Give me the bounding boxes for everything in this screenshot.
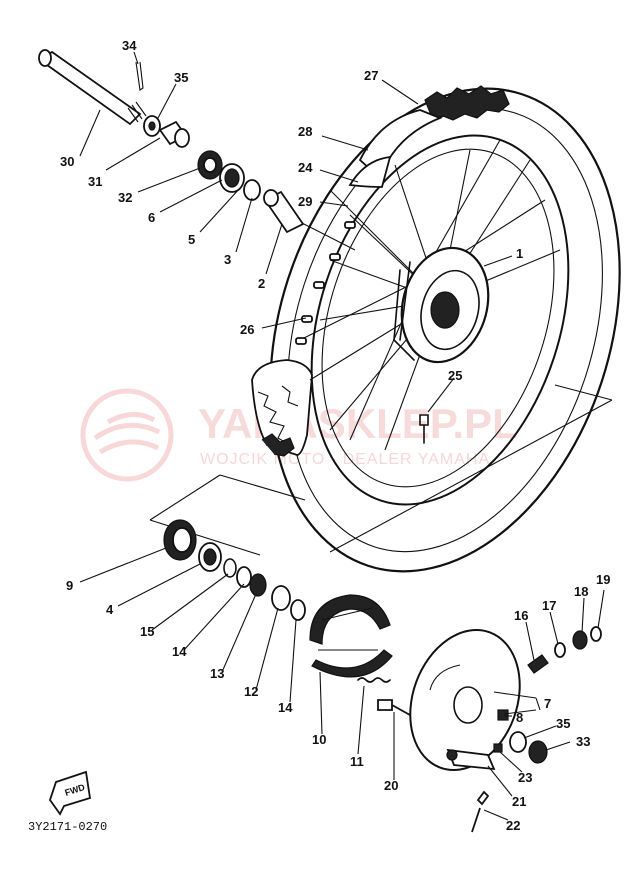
label-1: 1 [516,246,523,261]
fwd-arrow-icon: FWD [49,770,92,816]
label-17: 17 [542,598,556,613]
label-24: 24 [298,160,313,175]
watermark-logo-icon [80,388,174,482]
label-20: 20 [384,778,398,793]
label-27: 27 [364,68,378,83]
label-16: 16 [514,608,528,623]
wheel-assembly [251,85,621,573]
part-labels: 34 35 30 31 32 6 5 3 2 27 28 24 29 1 26 … [60,38,610,833]
brake-group [163,519,602,833]
label-25: 25 [448,368,462,383]
label-14-a: 14 [172,644,187,659]
label-21: 21 [512,794,526,809]
label-5: 5 [188,232,195,247]
label-23: 23 [518,770,532,785]
label-15: 15 [140,624,154,639]
label-30: 30 [60,154,74,169]
label-9: 9 [66,578,73,593]
label-13: 13 [210,666,224,681]
label-11: 11 [350,754,364,769]
label-28: 28 [298,124,312,139]
diagram-code: 3Y2171-0270 [28,820,107,834]
label-12: 12 [244,684,258,699]
watermark-tagline: WOJCIK MOTO - DEALER YAMAHA [200,451,490,468]
label-26: 26 [240,322,254,337]
label-2: 2 [258,276,265,291]
watermark: YAMASKLEP.PL WOJCIK MOTO - DEALER YAMAHA [80,388,518,482]
label-19: 19 [596,572,610,587]
label-35-axle: 35 [174,70,188,85]
label-18: 18 [574,584,588,599]
label-22: 22 [506,818,520,833]
label-32: 32 [118,190,132,205]
label-33: 33 [576,734,590,749]
label-14-b: 14 [278,700,293,715]
label-10: 10 [312,732,326,747]
label-31: 31 [88,174,102,189]
watermark-brand: YAMASKLEP.PL [198,400,518,447]
label-34: 34 [122,38,137,53]
label-7: 7 [544,696,551,711]
label-29: 29 [298,194,312,209]
leader-lines [79,51,605,821]
label-3: 3 [224,252,231,267]
label-4: 4 [106,602,114,617]
label-35-brake: 35 [556,716,570,731]
label-8: 8 [516,710,523,725]
axle-group [38,49,305,234]
label-6: 6 [148,210,155,225]
